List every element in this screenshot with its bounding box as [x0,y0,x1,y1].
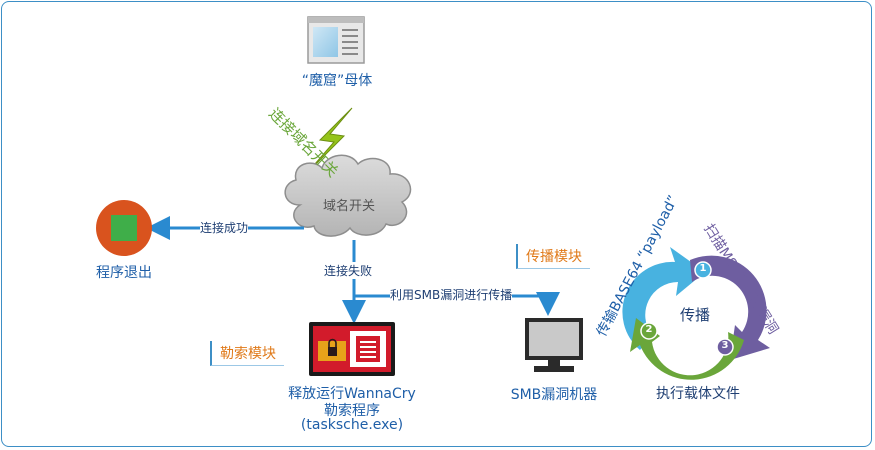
propagation-cycle [622,247,770,380]
connect-fail-label: 连接失败 [324,262,373,279]
mother-label: “魔窟”母体 [301,73,373,89]
ransom-module-tag: 勒索模块 [210,341,284,366]
ransom-label-line1: 释放运行WannaCry [288,386,416,402]
ransom-label-line3: (tasksche.exe) [300,417,404,433]
connect-success-label: 连接成功 [200,219,249,236]
exit-label: 程序退出 [96,265,152,281]
computer-icon [525,318,583,372]
propagate-center-label: 传播 [679,306,711,324]
domain-switch-label: 域名开关 [322,199,376,214]
execute-label: 执行载体文件 [656,386,740,402]
step-3-badge: 3 [721,340,729,351]
use-smb-label: 利用SMB漏洞进行传播 [390,286,513,303]
ransom-label-line2: 勒索程序 [324,403,380,419]
exit-icon [96,200,152,256]
propagation-module-tag: 传播模块 [516,244,590,269]
cloud-icon [284,154,412,237]
step-2-badge: 2 [645,324,653,335]
mother-window-icon [307,16,365,64]
smb-machine-label: SMB漏洞机器 [510,387,598,403]
step-1-badge: 1 [699,263,707,274]
ransom-screen-icon [309,322,395,376]
